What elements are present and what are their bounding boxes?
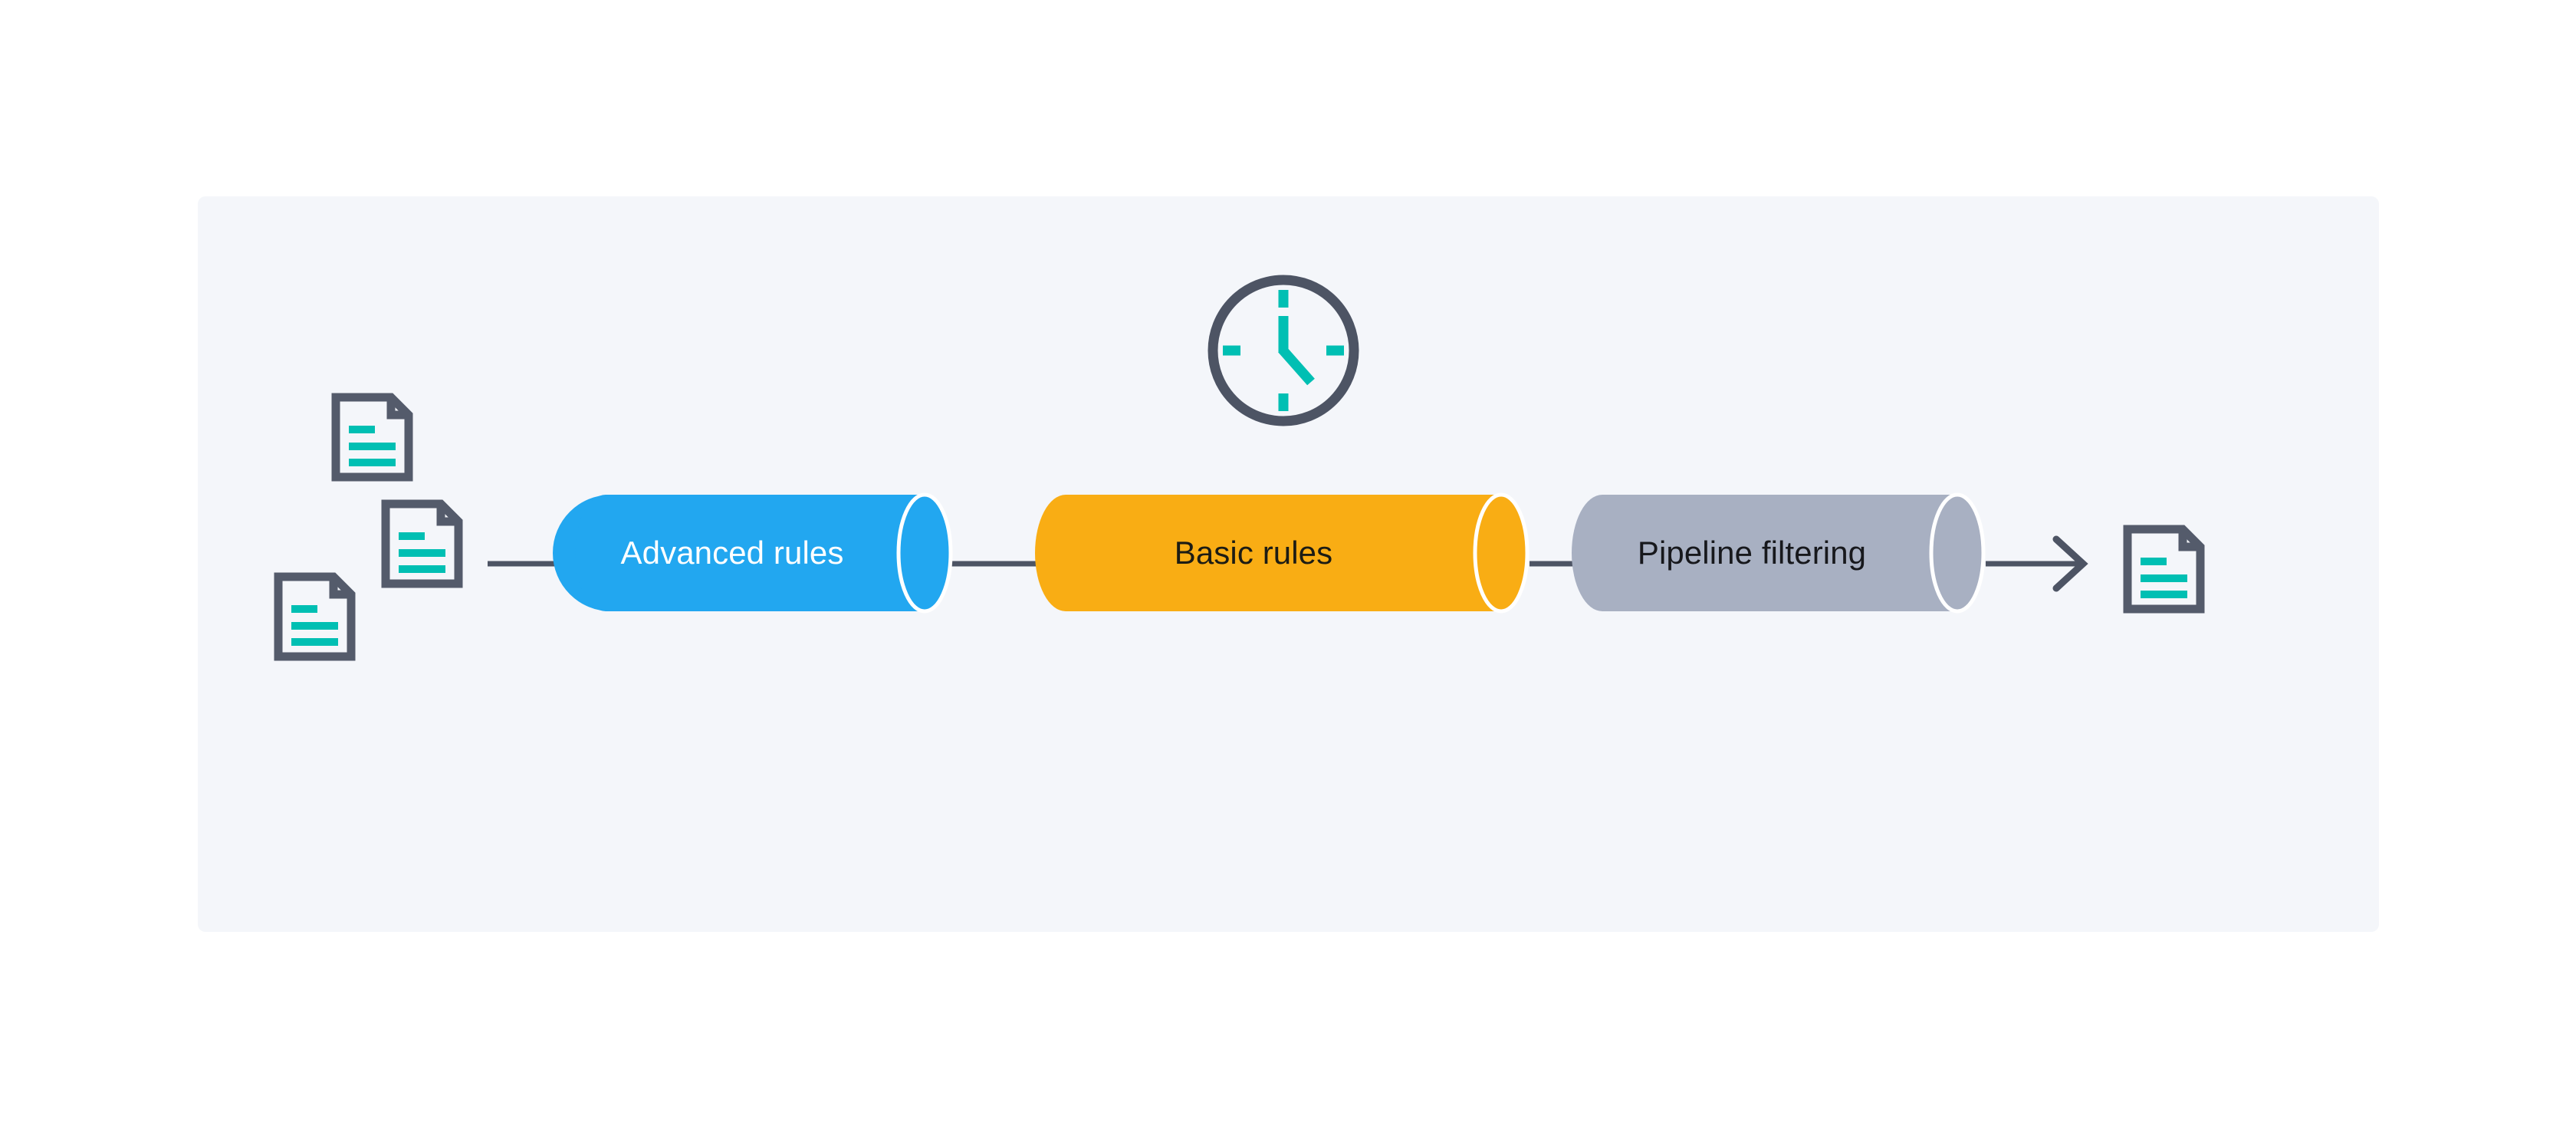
stage-advanced-rules[interactable] — [553, 492, 953, 614]
cylinder-cap — [1929, 492, 1986, 614]
clock-icon — [1208, 275, 1359, 426]
stage-basic-rules[interactable] — [1035, 492, 1530, 614]
input-document-3 — [274, 572, 356, 661]
document-fold — [2178, 529, 2200, 551]
arrowhead-icon — [2052, 535, 2088, 592]
input-document-1 — [331, 393, 413, 482]
clock-hour-hand — [1278, 345, 1315, 386]
cylinder-left-round — [1572, 495, 1602, 611]
document-fold — [329, 577, 351, 599]
cylinder-left-round — [575, 495, 606, 611]
cylinder-cap — [1473, 492, 1530, 614]
document-fold — [386, 397, 409, 420]
connector-pipeline-to-output — [1986, 535, 2088, 592]
output-document-1 — [2123, 525, 2205, 614]
clock-rim — [1208, 275, 1359, 426]
document-fold — [436, 504, 458, 526]
stage-pipeline-filtering[interactable] — [1572, 492, 1986, 614]
cylinder-body-fill — [606, 495, 928, 611]
cylinder-body-fill — [1602, 495, 1957, 611]
cylinder-body-fill — [1066, 495, 1503, 611]
cylinder-left-round — [1035, 495, 1066, 611]
cylinder-cap — [896, 492, 953, 614]
input-document-2 — [381, 499, 463, 588]
